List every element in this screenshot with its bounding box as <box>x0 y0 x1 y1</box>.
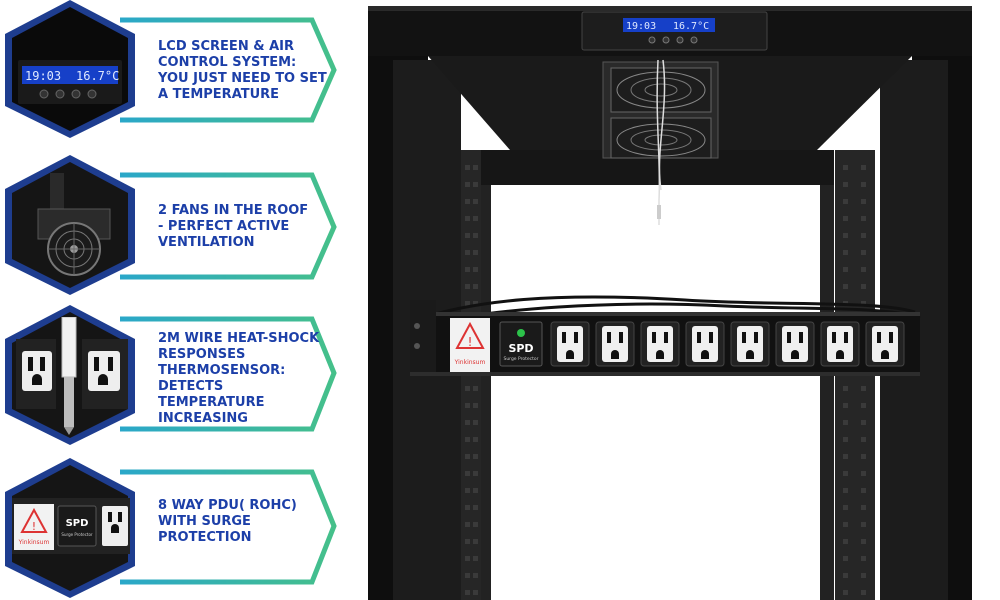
feature-fans: 2 FANS IN THE ROOF - PERFECT ACTIVE VENT… <box>0 155 340 295</box>
power-outlet <box>775 321 815 367</box>
thermosensor-icon <box>16 316 128 435</box>
server-rack: 19:03 16.7°C ! Yinkinsum <box>368 6 972 600</box>
lcd-controller: 19:03 16.7°C <box>581 11 768 51</box>
rail-holes <box>843 165 866 595</box>
power-outlet <box>595 321 635 367</box>
power-outlet <box>550 321 590 367</box>
spd-label: SPD <box>508 342 533 355</box>
lcd-temp: 16.7°C <box>673 21 709 32</box>
roof-fans-icon <box>28 173 118 283</box>
lcd-temp: 16.7°C <box>76 69 119 83</box>
power-outlet <box>820 321 860 367</box>
feature-label: 8 WAY PDU( ROHC) WITH SURGE PROTECTION <box>158 498 297 545</box>
svg-text:!: ! <box>468 335 473 349</box>
spd-sublabel: Surge Protector <box>61 532 93 537</box>
svg-text:!: ! <box>32 520 36 533</box>
power-outlet <box>730 321 770 367</box>
feature-label: 2 FANS IN THE ROOF - PERFECT ACTIVE VENT… <box>158 203 309 250</box>
callout-frame <box>5 458 337 598</box>
roof-fan-unit <box>602 59 719 225</box>
power-outlet <box>640 321 680 367</box>
warning-text: Yinkinsum <box>18 539 50 546</box>
pdu-strip: ! Yinkinsum SPD Surge Protector <box>410 300 920 376</box>
feature-label: 2M WIRE HEAT-SHOCK RESPONSES THERMOSENSO… <box>158 331 320 426</box>
feature-lcd: 19:03 16.7°C LCD SCREEN & AIR CONTROL SY… <box>0 0 340 138</box>
pdu-icon: ! Yinkinsum SPD Surge Protector <box>12 498 130 554</box>
power-outlet <box>685 321 725 367</box>
feature-label: LCD SCREEN & AIR CONTROL SYSTEM: YOU JUS… <box>158 39 327 102</box>
lcd-time: 19:03 <box>25 69 61 83</box>
warning-text: Yinkinsum <box>454 359 486 366</box>
feature-pdu: ! Yinkinsum SPD Surge Protector 8 WAY PD… <box>0 458 340 598</box>
power-outlet <box>865 321 905 367</box>
outlet-row <box>550 321 905 367</box>
feature-thermosensor: 2M WIRE HEAT-SHOCK RESPONSES THERMOSENSO… <box>0 305 340 445</box>
spd-label: SPD <box>66 518 89 529</box>
lcd-screen-icon: 19:03 16.7°C <box>18 60 122 104</box>
spd-sublabel: Surge Protector <box>503 356 538 362</box>
lcd-time: 19:03 <box>626 21 656 32</box>
